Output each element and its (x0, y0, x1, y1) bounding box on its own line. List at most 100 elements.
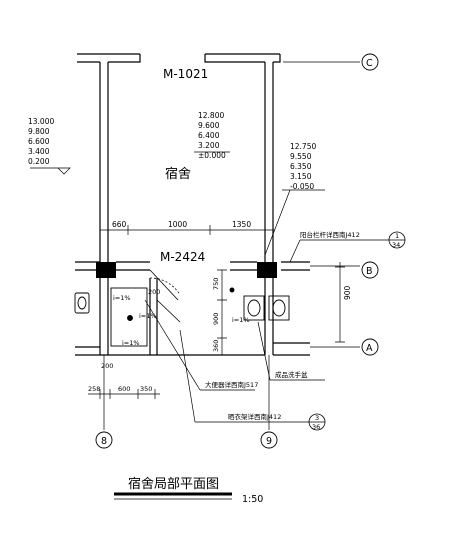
dimension-lines (88, 225, 345, 399)
drawing-scale: 1:50 (242, 494, 263, 505)
axis-8-bubble (95, 431, 113, 449)
railing-leader (289, 239, 390, 263)
right-dim-ticks (335, 266, 345, 343)
note-shelf: 晒衣架详西南J412 (228, 412, 281, 421)
axis-b-wall-mid (116, 261, 150, 271)
elev-right-1: 9.550 (290, 152, 312, 161)
axis-9-label: 9 (266, 436, 272, 447)
dim-bottom-1: 600 (118, 385, 130, 393)
elev-left-2: 6.600 (28, 137, 50, 146)
elev-center-4: ±0.000 (198, 151, 226, 160)
top-wall-left (77, 53, 140, 63)
axis-lines (103, 61, 360, 430)
floor-drain-1 (127, 315, 133, 321)
floor-drain-2 (229, 287, 235, 293)
elev-right-0: 12.750 (290, 142, 316, 151)
top-dim-ticks (99, 225, 266, 235)
basin-leader (257, 321, 325, 381)
dim-inner-2: 360 (212, 340, 220, 352)
column-right (257, 262, 277, 278)
wc-bowl (77, 296, 87, 310)
elev-right-2: 6.350 (290, 162, 312, 171)
elevation-leaders (30, 151, 325, 256)
shower-area (110, 287, 148, 347)
elev-left-1: 9.800 (28, 127, 50, 136)
basin-2-bowl (272, 299, 286, 317)
bottom-wall-left (75, 346, 157, 356)
elev-left-mark (30, 167, 71, 175)
note-shelf-sheet: 36 (312, 423, 320, 431)
room-name: 宿舍 (165, 166, 191, 182)
elev-left-0: 13.000 (28, 117, 54, 126)
elev-center-2: 6.400 (198, 131, 220, 140)
elev-center-3: 3.200 (198, 141, 220, 150)
axis-bubbles (95, 53, 379, 449)
dim-bottom-0: 258 (88, 385, 100, 393)
door-leaf-lower (156, 299, 181, 323)
toilet-partition (149, 278, 158, 355)
wc-fixture (74, 292, 90, 314)
dim-top-1: 1000 (168, 220, 187, 229)
note-urinal: 大便器详西南J517 (205, 380, 258, 389)
elev-right-3: 3.150 (290, 172, 312, 181)
inner-dim-ticks (217, 269, 227, 356)
door-top-label: M-1021 (163, 67, 208, 81)
door-mid-label: M-2424 (160, 250, 205, 264)
dim-top-0: 660 (112, 220, 127, 229)
elev-center-0: 12.800 (198, 111, 224, 120)
axis-c-label: C (366, 58, 373, 69)
urinal-leader (144, 299, 255, 391)
note-railing-sheet: 34 (392, 241, 400, 249)
detail-divider (309, 239, 405, 423)
elev-left-4: 0.200 (28, 157, 50, 166)
door-swings (149, 269, 181, 323)
axis-b-label: B (366, 266, 373, 277)
door-arc-mid (149, 277, 181, 296)
slope-2: i=1% (139, 312, 157, 320)
elev-right-4: -0.050 (290, 182, 314, 191)
fixtures (74, 287, 290, 347)
slope-4: i=1% (232, 316, 250, 324)
axis-b-wall-left (75, 261, 100, 271)
elev-right-leader (264, 189, 291, 256)
walls (75, 53, 310, 356)
dim-top-2: 1350 (232, 220, 251, 229)
small-dim-2: 200 (101, 362, 113, 370)
elev-center-1: 9.600 (198, 121, 220, 130)
drawing-title: 宿舍局部平面图 (128, 476, 219, 492)
axis-b-wall-right (230, 261, 257, 271)
basin-2 (268, 295, 290, 321)
left-lower-wall (99, 278, 109, 355)
right-lower-wall (264, 278, 274, 355)
dim-inner-0: 750 (212, 278, 220, 290)
dim-right-0: 900 (343, 285, 352, 300)
note-basin: 成品洗手盆 (275, 370, 308, 379)
axis-9-bubble (260, 431, 278, 449)
small-dim-1: 200 (148, 288, 160, 296)
axis-b-wall-outer (281, 261, 310, 271)
top-wall-right (204, 53, 281, 63)
bottom-dim-ticks (99, 389, 156, 399)
dim-bottom-2: 350 (140, 385, 152, 393)
note-shelf-ref: 3 (315, 414, 319, 422)
detail-circles (308, 231, 406, 431)
basin-1 (243, 295, 265, 321)
axis-c-bubble (361, 53, 379, 71)
column-left (96, 262, 116, 278)
axis-8-label: 8 (101, 436, 107, 447)
axis-b-bubble (361, 261, 379, 279)
slope-1: i=1% (113, 294, 131, 302)
axis-a-bubble (361, 338, 379, 356)
shelf-leader (179, 329, 312, 423)
basin-1-bowl (247, 299, 261, 317)
axis-a-label: A (366, 343, 373, 354)
note-railing: 阳台栏杆详西南J412 (300, 230, 360, 239)
left-wall (99, 62, 109, 262)
door-leaf-mid (149, 269, 179, 301)
top-wall-left-end (108, 54, 141, 63)
note-leaders (144, 239, 390, 423)
note-railing-ref: 1 (395, 232, 399, 240)
elev-left-3: 3.400 (28, 147, 50, 156)
